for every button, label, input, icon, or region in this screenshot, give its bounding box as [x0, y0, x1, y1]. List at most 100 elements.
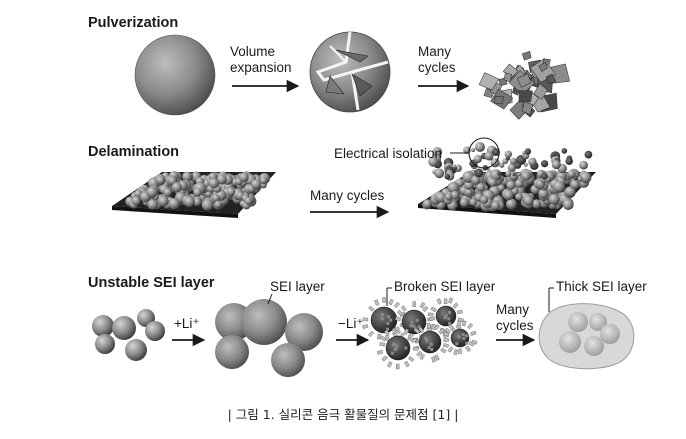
particle-texture [392, 343, 396, 347]
electrode-particle [156, 176, 165, 185]
electrode-particle [444, 193, 453, 201]
electrode-particle [183, 196, 195, 208]
particle-texture [455, 342, 459, 346]
particle-texture [386, 321, 390, 325]
sei-fragment [376, 349, 384, 355]
electrode-particle [146, 186, 158, 198]
fragment [545, 73, 557, 84]
electrode-particle [503, 190, 514, 201]
electrode-particle [216, 174, 227, 185]
sei-fragment [431, 356, 436, 363]
sei-fragment [431, 323, 436, 330]
detached-particle [551, 160, 561, 170]
electrode-particle [168, 198, 180, 210]
electrode-particle [422, 199, 432, 209]
particle-texture [429, 342, 433, 346]
electrode-particle [476, 182, 486, 192]
particle-texture [448, 310, 451, 314]
electrode-particle [523, 195, 534, 206]
sei-fragment [448, 297, 453, 304]
detached-particle [565, 157, 573, 165]
current-collector-left-edge [112, 206, 238, 218]
sei-fragment [382, 297, 386, 303]
fragment [518, 90, 533, 103]
sei-fragment [468, 341, 475, 347]
electrode-particle [201, 199, 214, 211]
detached-particle [514, 162, 522, 169]
sei-fragment [379, 342, 386, 347]
sei-title: Unstable SEI layer [88, 275, 215, 291]
particle-texture [427, 346, 431, 349]
electrode-particle [548, 193, 560, 205]
sei-many-cycles-label-line2: cycles [496, 318, 534, 333]
electrode-particle [158, 195, 169, 207]
sei-fragment [433, 324, 440, 331]
electrode-particles-delaminated [422, 142, 593, 212]
sei-fragment [362, 317, 369, 322]
particle-texture [386, 327, 389, 331]
particle-texture [393, 348, 397, 351]
sei-fragment [422, 305, 429, 313]
electrode-particle [182, 171, 193, 182]
particle-texture [410, 320, 414, 324]
electrode-particle [459, 197, 470, 208]
electrode-particle [447, 182, 460, 194]
detached-particle [512, 172, 516, 177]
electrode-particle [147, 199, 158, 210]
electrode-particle [538, 188, 549, 199]
sei-fragment [419, 353, 425, 360]
detached-particle [471, 147, 476, 153]
sei-fragment [438, 328, 445, 335]
electrode-particle [171, 182, 182, 193]
electrode-particle [163, 188, 172, 197]
particle-texture [390, 351, 394, 355]
sei-fragment [397, 309, 404, 316]
detached-particle [453, 166, 458, 170]
pulverized-fragments [478, 50, 571, 120]
sei-fragment [443, 298, 448, 305]
sei-fragment [416, 350, 423, 357]
detached-particle [454, 164, 462, 172]
particle-texture [415, 318, 419, 322]
particle-texture [387, 315, 390, 319]
isolated-particle [475, 142, 485, 152]
fragment [521, 50, 532, 61]
delamination-arrow-label: Many cycles [310, 188, 385, 203]
detached-particle [504, 150, 512, 158]
detached-particle [573, 176, 579, 181]
broken-sei-cluster [362, 297, 478, 370]
particle-texture [389, 318, 393, 322]
detached-particle [541, 160, 549, 168]
sei-fragment [430, 306, 437, 313]
sei-fragment [467, 322, 474, 330]
figure: Pulverization Volume expansion Many cycl… [88, 15, 647, 377]
detached-particle [444, 173, 451, 180]
electrode-particle [131, 196, 141, 206]
detached-particle [552, 152, 557, 157]
sei-fragment [410, 337, 417, 344]
fragment [478, 72, 500, 91]
electrode-particle [491, 201, 501, 211]
isolated-particle [484, 151, 494, 161]
detached-particle [509, 157, 517, 165]
electrode-particle [450, 190, 460, 200]
particle-texture [381, 313, 385, 317]
electrical-isolation-circle [468, 137, 500, 169]
sei-fragment [368, 305, 375, 312]
electrode-particle [192, 197, 202, 207]
fragment [533, 83, 548, 100]
electrode-particle [497, 184, 505, 192]
sei-fragment [395, 363, 400, 370]
electrode-particle [214, 200, 222, 209]
electrode-particle [564, 186, 576, 198]
sei-fragment [374, 299, 380, 306]
silicon-particle-cluster [92, 309, 165, 361]
electrode-particle [226, 187, 236, 196]
electrode-particle [208, 178, 220, 189]
sei-fragment [362, 324, 369, 329]
fragment [503, 72, 513, 83]
sei-fragment [443, 331, 450, 337]
detached-particle [517, 172, 521, 177]
electrode-particle [244, 197, 253, 205]
fragment [494, 95, 504, 104]
